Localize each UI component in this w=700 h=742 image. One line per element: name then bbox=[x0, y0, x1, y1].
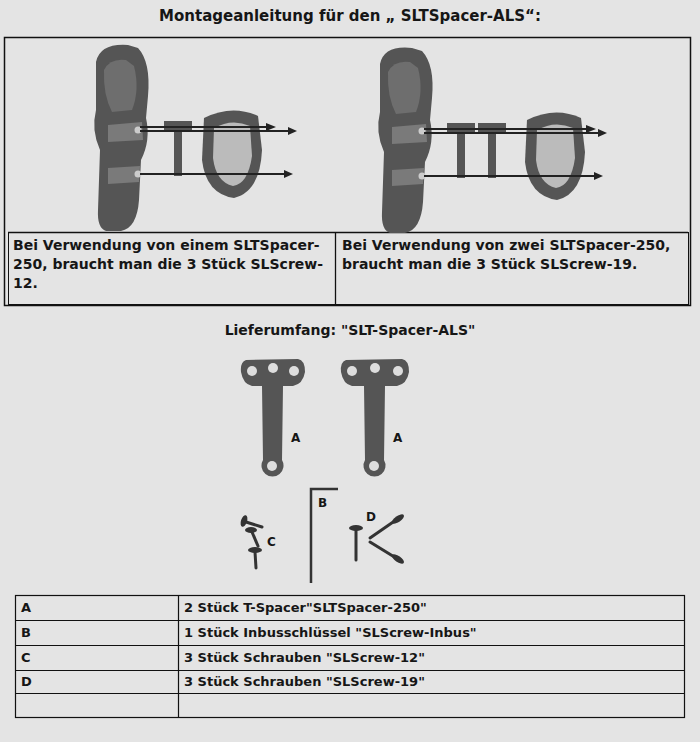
part-letter: C bbox=[267, 534, 276, 550]
table-cell: C bbox=[21, 649, 31, 667]
t-spacer-2 bbox=[341, 359, 409, 477]
t-spacer-1 bbox=[241, 359, 305, 477]
part-letter: B bbox=[318, 495, 327, 511]
page-title: Montageanleitung für den „ SLTSpacer-ALS… bbox=[0, 6, 700, 26]
part-letter: D bbox=[366, 509, 376, 525]
table-cell: 1 Stück Inbusschlüssel "SLScrew-Inbus" bbox=[184, 624, 477, 642]
part-letter: A bbox=[291, 430, 300, 446]
table-cell: 3 Stück Schrauben "SLScrew-12" bbox=[184, 649, 425, 667]
section-heading: Lieferumfang: "SLT-Spacer-ALS" bbox=[0, 321, 700, 340]
table-cell: B bbox=[21, 624, 31, 642]
part-letter: A bbox=[393, 430, 402, 446]
table-cell: D bbox=[21, 673, 32, 691]
instruction-cell: Bei Verwendung von zwei SLTSpacer-250, b… bbox=[342, 236, 684, 274]
holster-left bbox=[94, 45, 148, 231]
table-cell: 3 Stück Schrauben "SLScrew-19" bbox=[184, 673, 425, 691]
table-cell: 2 Stück T-Spacer"SLTSpacer-250" bbox=[184, 599, 427, 617]
table-cell: A bbox=[21, 599, 31, 617]
instruction-cell: Bei Verwendung von einem SLTSpacer-250, … bbox=[13, 236, 331, 293]
holster-right bbox=[378, 48, 432, 233]
